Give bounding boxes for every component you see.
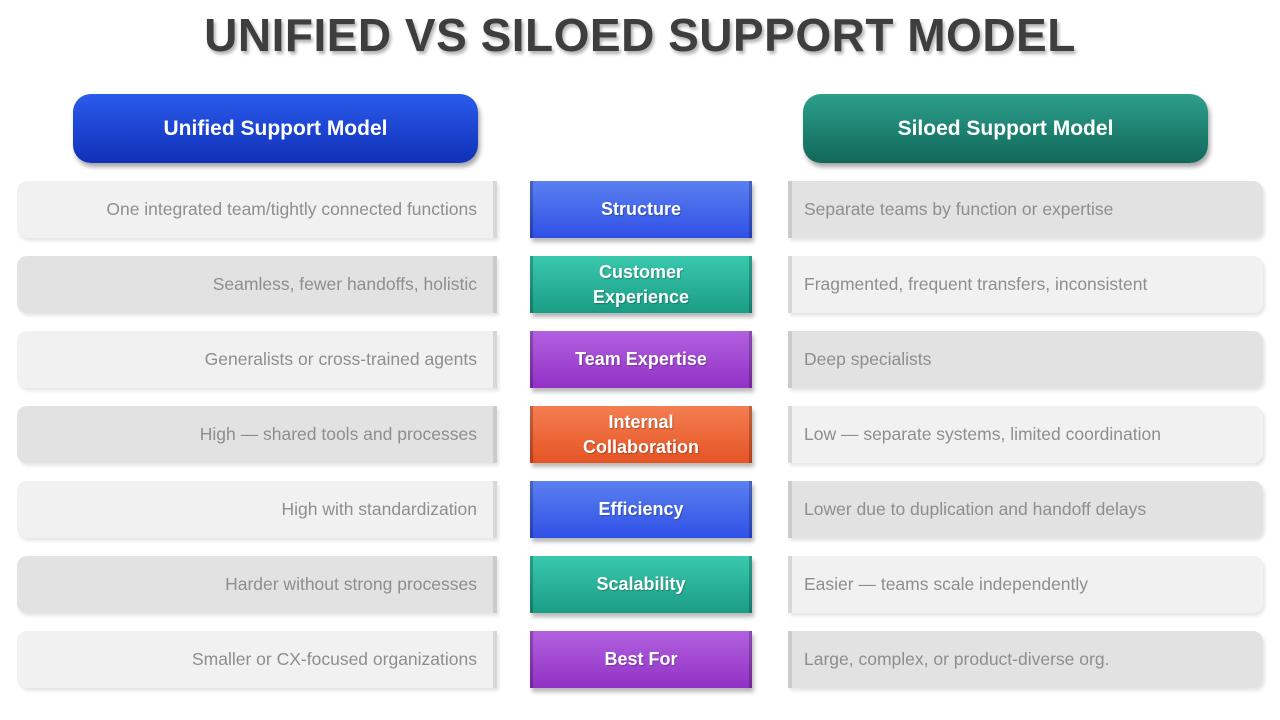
siloed-cell: Fragmented, frequent transfers, inconsis…	[788, 256, 1263, 313]
siloed-header-button[interactable]: Siloed Support Model	[803, 94, 1208, 163]
unified-header-button[interactable]: Unified Support Model	[73, 94, 478, 163]
comparison-row-team-expertise: Generalists or cross-trained agents Team…	[0, 331, 1280, 388]
comparison-row-best-for: Smaller or CX-focused organizations Best…	[0, 631, 1280, 688]
comparison-row-efficiency: High with standardization Efficiency Low…	[0, 481, 1280, 538]
category-label: Team Expertise	[530, 331, 752, 388]
category-label: Structure	[530, 181, 752, 238]
unified-cell: Smaller or CX-focused organizations	[17, 631, 497, 688]
unified-cell: High — shared tools and processes	[17, 406, 497, 463]
category-label: Efficiency	[530, 481, 752, 538]
comparison-row-structure: One integrated team/tightly connected fu…	[0, 181, 1280, 238]
page-title: UNIFIED VS SILOED SUPPORT MODEL	[204, 9, 1076, 61]
unified-cell: Generalists or cross-trained agents	[17, 331, 497, 388]
siloed-cell: Large, complex, or product-diverse org.	[788, 631, 1263, 688]
comparison-row-customer-experience: Seamless, fewer handoffs, holistic Custo…	[0, 256, 1280, 313]
siloed-cell: Lower due to duplication and handoff del…	[788, 481, 1263, 538]
comparison-row-scalability: Harder without strong processes Scalabil…	[0, 556, 1280, 613]
unified-cell: One integrated team/tightly connected fu…	[17, 181, 497, 238]
siloed-cell: Separate teams by function or expertise	[788, 181, 1263, 238]
unified-cell: Harder without strong processes	[17, 556, 497, 613]
category-label: Best For	[530, 631, 752, 688]
comparison-grid: One integrated team/tightly connected fu…	[0, 181, 1280, 706]
siloed-cell: Low — separate systems, limited coordina…	[788, 406, 1263, 463]
category-label: Scalability	[530, 556, 752, 613]
siloed-cell: Deep specialists	[788, 331, 1263, 388]
unified-cell: High with standardization	[17, 481, 497, 538]
siloed-cell: Easier — teams scale independently	[788, 556, 1263, 613]
comparison-row-internal-collaboration: High — shared tools and processes Intern…	[0, 406, 1280, 463]
unified-cell: Seamless, fewer handoffs, holistic	[17, 256, 497, 313]
category-label: Internal Collaboration	[530, 406, 752, 463]
category-label: Customer Experience	[530, 256, 752, 313]
